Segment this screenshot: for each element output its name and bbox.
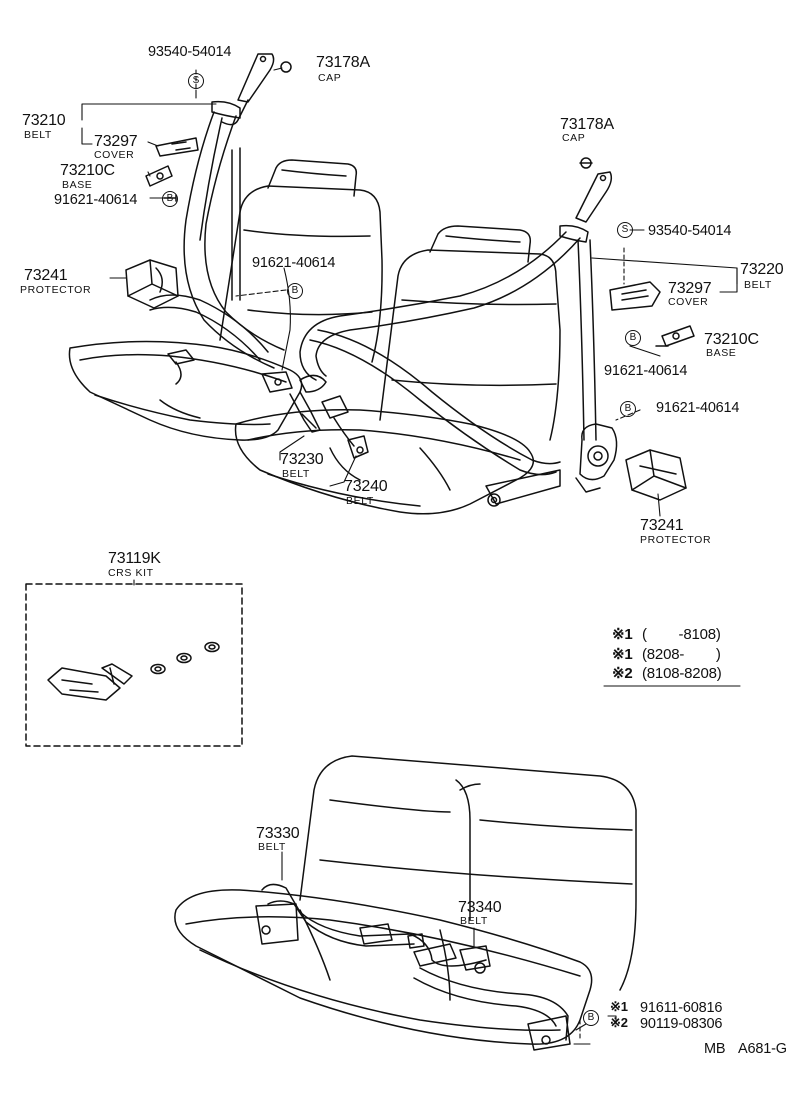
part-91621-40614-right2: 91621-40614 xyxy=(656,400,740,416)
symbol-s-top-left: S xyxy=(188,73,204,89)
diagram-code-a681g: A681-G xyxy=(738,1041,787,1057)
part-73178A-top: 73178A xyxy=(316,54,370,71)
left-belt-assembly xyxy=(125,53,327,433)
part-93540-54014-top: 93540-54014 xyxy=(148,44,232,60)
label-cover-left: COVER xyxy=(94,149,135,161)
label-protector-left: PROTECTOR xyxy=(20,284,92,296)
part-73230: 73230 xyxy=(280,451,324,468)
leader-lines xyxy=(81,67,741,1045)
note-3-range: (8108-8208) xyxy=(642,665,722,682)
part-73210C-right: 73210C xyxy=(704,331,759,348)
note-2-mark: ※1 xyxy=(612,646,633,663)
rear-seat xyxy=(174,755,637,1051)
part-73297-right: 73297 xyxy=(668,280,712,297)
left-front-seat xyxy=(68,159,383,441)
part-73119K: 73119K xyxy=(108,550,161,567)
part-73340: 73340 xyxy=(458,899,502,916)
mark-91611: ※1 xyxy=(610,999,628,1014)
part-73210: 73210 xyxy=(22,112,66,129)
label-belt-73330: BELT xyxy=(258,841,286,853)
part-91621-40614-left1: 91621-40614 xyxy=(54,192,138,208)
part-93540-54014-right: 93540-54014 xyxy=(648,223,732,239)
label-cap-top: CAP xyxy=(318,72,342,84)
part-73330: 73330 xyxy=(256,825,300,842)
part-73178A-right: 73178A xyxy=(560,116,614,133)
symbol-b-rear: B xyxy=(583,1010,599,1026)
part-73241-right: 73241 xyxy=(640,517,684,534)
note-3-mark: ※2 xyxy=(612,665,633,682)
label-base-left: BASE xyxy=(62,179,93,191)
part-91611-60816: 91611-60816 xyxy=(640,1000,723,1016)
label-cover-right: COVER xyxy=(668,296,709,308)
symbol-b-left2: B xyxy=(287,283,303,299)
part-91621-40614-left2: 91621-40614 xyxy=(252,255,336,271)
right-front-seat xyxy=(234,225,561,515)
symbol-b-right1: B xyxy=(625,330,641,346)
label-protector-right: PROTECTOR xyxy=(640,534,712,546)
mark-90119: ※2 xyxy=(610,1015,628,1030)
crs-kit-box xyxy=(25,583,243,747)
label-belt-73220: BELT xyxy=(744,279,772,291)
part-90119-08306: 90119-08306 xyxy=(640,1016,723,1032)
symbol-b-right2: B xyxy=(620,401,636,417)
part-73240: 73240 xyxy=(344,478,388,495)
note-1-mark: ※1 xyxy=(612,626,633,643)
part-73220: 73220 xyxy=(740,261,784,278)
label-base-right: BASE xyxy=(706,347,737,359)
label-cap-right: CAP xyxy=(562,132,586,144)
part-73297-left: 73297 xyxy=(94,133,138,150)
part-91621-40614-right1: 91621-40614 xyxy=(604,363,688,379)
label-crs-kit: CRS KIT xyxy=(108,567,154,579)
label-belt-73240: BELT xyxy=(346,495,374,507)
part-73241-left: 73241 xyxy=(24,267,68,284)
label-belt-73230: BELT xyxy=(282,468,310,480)
note-1-range: ( -8108) xyxy=(642,626,721,643)
label-belt-73340: BELT xyxy=(460,915,488,927)
diagram-code-mb: MB xyxy=(704,1041,726,1057)
note-2-range: (8208- ) xyxy=(642,646,721,663)
part-73210C-left: 73210C xyxy=(60,162,115,179)
right-belt-assembly xyxy=(299,157,695,507)
label-belt-73210: BELT xyxy=(24,129,52,141)
symbol-s-right: S xyxy=(617,222,633,238)
symbol-b-left1: B xyxy=(162,191,178,207)
